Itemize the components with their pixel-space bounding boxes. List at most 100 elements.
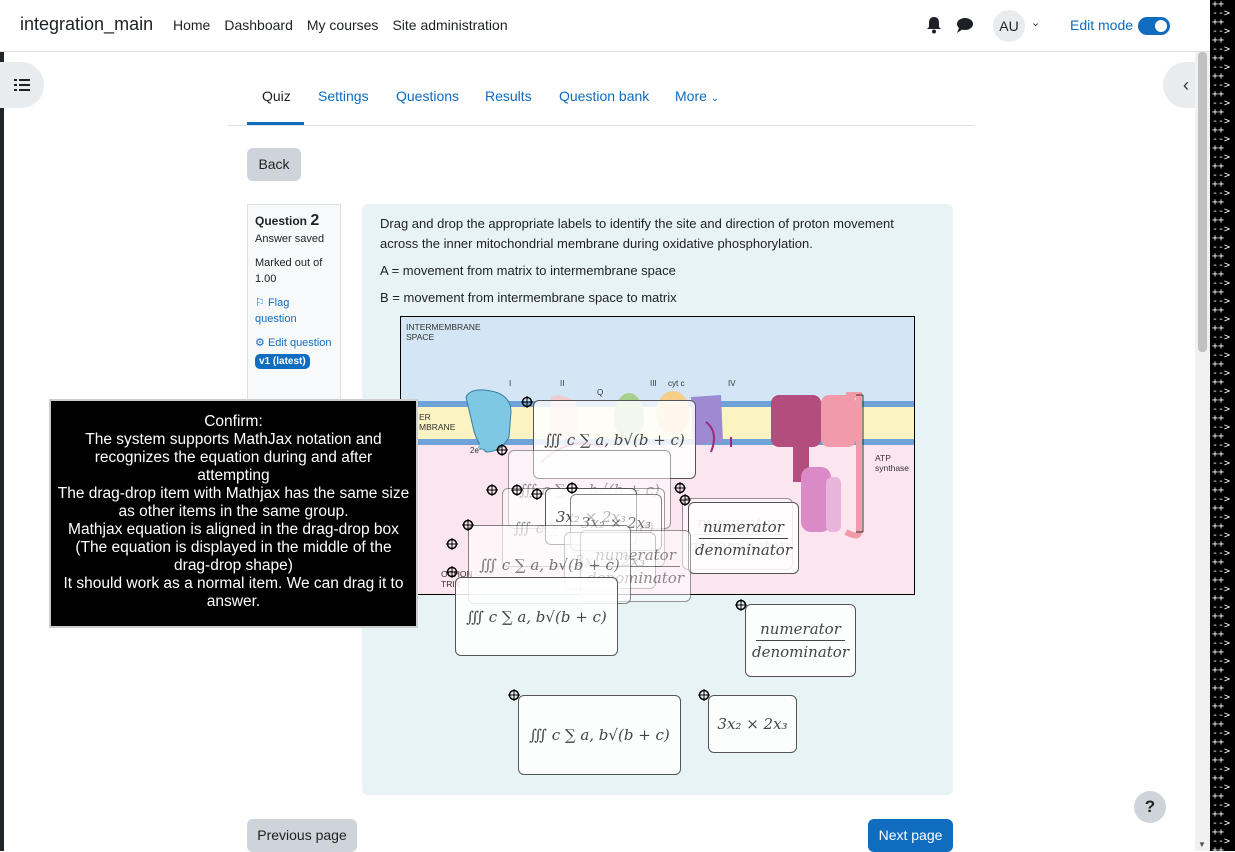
crosshair-icon[interactable]	[446, 566, 458, 578]
edit-question-link[interactable]: ⚙ Edit question	[255, 335, 333, 351]
crosshair-icon[interactable]	[511, 484, 523, 496]
terminal-line: -->	[1212, 224, 1231, 235]
terminal-line: -->	[1212, 386, 1231, 397]
terminal-line: -->	[1212, 422, 1231, 433]
drag-item-integral-text: ∭ c ∑ a, b√(b + c)	[544, 430, 685, 449]
site-name[interactable]: integration_main	[20, 14, 154, 34]
terminal-line: ++	[1212, 611, 1225, 622]
avatar[interactable]: AU	[993, 10, 1025, 42]
terminal-line: -->	[1212, 134, 1231, 145]
nav-home[interactable]: Home	[173, 17, 211, 33]
tab-more[interactable]: More ⌄	[675, 88, 719, 104]
terminal-line: ++	[1212, 521, 1225, 532]
terminal-line: ++	[1212, 53, 1225, 64]
terminal-line: -->	[1212, 710, 1231, 721]
drag-item-product[interactable]: 3x₂ × 2x₃	[708, 695, 797, 753]
scrollbar-thumb[interactable]	[1198, 52, 1207, 352]
terminal-line: ++	[1212, 827, 1225, 838]
crosshair-icon[interactable]	[735, 599, 747, 611]
terminal-line: ++	[1212, 233, 1225, 244]
back-button[interactable]: Back	[247, 148, 301, 181]
terminal-line: -->	[1212, 818, 1231, 829]
terminal-line: ++	[1212, 485, 1225, 496]
crosshair-icon[interactable]	[566, 482, 578, 494]
question-text: Drag and drop the appropriate labels to …	[380, 216, 894, 251]
nav-site-administration[interactable]: Site administration	[392, 17, 508, 33]
active-tab-indicator	[247, 122, 304, 125]
drag-item-integral-placed[interactable]: ∭ c ∑ a, b√(b + c)	[455, 577, 618, 656]
crosshair-icon[interactable]	[521, 396, 533, 408]
course-index-drawer-button[interactable]	[0, 62, 44, 108]
terminal-line: -->	[1212, 332, 1231, 343]
crosshair-icon[interactable]	[446, 538, 458, 550]
flag-question-link[interactable]: ⚐ Flag question	[255, 295, 333, 327]
primary-navigation: Home Dashboard My courses Site administr…	[173, 17, 508, 33]
drag-item-integral[interactable]: ∭ c ∑ a, b√(b + c)	[518, 695, 681, 775]
terminal-line: ++	[1212, 341, 1225, 352]
next-page-button[interactable]: Next page	[868, 819, 953, 852]
terminal-line: -->	[1212, 242, 1231, 253]
drag-item-integral-text: ∭ c ∑ a, b√(b + c)	[466, 607, 607, 626]
terminal-line: ++	[1212, 539, 1225, 550]
tab-question-bank[interactable]: Question bank	[559, 88, 650, 104]
help-button[interactable]: ?	[1134, 791, 1166, 823]
tab-quiz[interactable]: Quiz	[262, 88, 291, 104]
tooltip-line: Mathjax equation is aligned in the drag-…	[68, 521, 399, 574]
edit-mode-toggle[interactable]	[1138, 17, 1170, 35]
terminal-line: ++	[1212, 845, 1225, 852]
drag-item-integral-text: ∭ c ∑ a, b√(b + c)	[529, 726, 670, 744]
crosshair-icon[interactable]	[674, 482, 686, 494]
terminal-line: ++	[1212, 467, 1225, 478]
terminal-line: -->	[1212, 638, 1231, 649]
terminal-line: -->	[1212, 260, 1231, 271]
option-b-text: B = movement from intermembrane space to…	[380, 290, 677, 305]
terminal-line: ++	[1212, 791, 1225, 802]
tab-results[interactable]: Results	[485, 88, 532, 104]
terminal-line: ++	[1212, 0, 1225, 10]
chevron-down-icon[interactable]: ⌄	[1031, 17, 1041, 29]
chevron-left-icon: ‹	[1183, 75, 1189, 95]
nav-dashboard[interactable]: Dashboard	[224, 17, 293, 33]
crosshair-icon[interactable]	[698, 689, 710, 701]
tab-questions[interactable]: Questions	[396, 88, 460, 104]
chat-icon[interactable]	[956, 16, 974, 34]
terminal-line: -->	[1212, 296, 1231, 307]
previous-page-button[interactable]: Previous page	[247, 819, 357, 852]
marked-out-of-label: Marked out of	[255, 257, 323, 269]
terminal-line: -->	[1212, 584, 1231, 595]
tooltip-line: It should work as a normal item. We can …	[63, 575, 404, 610]
fraction-numerator: numerator	[699, 518, 788, 539]
terminal-line: ++	[1212, 269, 1225, 280]
terminal-line: ++	[1212, 215, 1225, 226]
terminal-line: -->	[1212, 80, 1231, 91]
edit-mode-label[interactable]: Edit mode	[1070, 17, 1134, 33]
terminal-line: -->	[1212, 206, 1231, 217]
terminal-line: ++	[1212, 35, 1225, 46]
label-complex-ii: II	[560, 379, 565, 388]
tab-settings[interactable]: Settings	[318, 88, 369, 104]
label-intermembrane-space: INTERMEMBRANE SPACE	[406, 322, 481, 342]
terminal-line: -->	[1212, 170, 1231, 181]
scroll-down-arrow-icon[interactable]: ▼	[1198, 840, 1206, 849]
crosshair-icon[interactable]	[496, 444, 508, 456]
terminal-line: -->	[1212, 530, 1231, 541]
terminal-line: -->	[1212, 656, 1231, 667]
crosshair-icon[interactable]	[531, 488, 543, 500]
crosshair-icon[interactable]	[508, 689, 520, 701]
terminal-line: -->	[1212, 404, 1231, 415]
tab-more-label: More	[675, 88, 707, 104]
list-icon	[14, 78, 30, 91]
crosshair-icon[interactable]	[679, 494, 691, 506]
crosshair-icon[interactable]	[462, 519, 474, 531]
terminal-line: ++	[1212, 629, 1225, 640]
terminal-line: ++	[1212, 71, 1225, 82]
bell-icon[interactable]	[926, 16, 942, 34]
crosshair-icon[interactable]	[486, 484, 498, 496]
nav-my-courses[interactable]: My courses	[306, 17, 379, 33]
terminal-line: ++	[1212, 359, 1225, 370]
scrollbar[interactable]: ▼	[1195, 52, 1210, 851]
drag-item-integral-placed[interactable]: ∭ c ∑ a, b√(b + c)	[533, 400, 696, 479]
version-badge: v1 (latest)	[255, 354, 310, 369]
